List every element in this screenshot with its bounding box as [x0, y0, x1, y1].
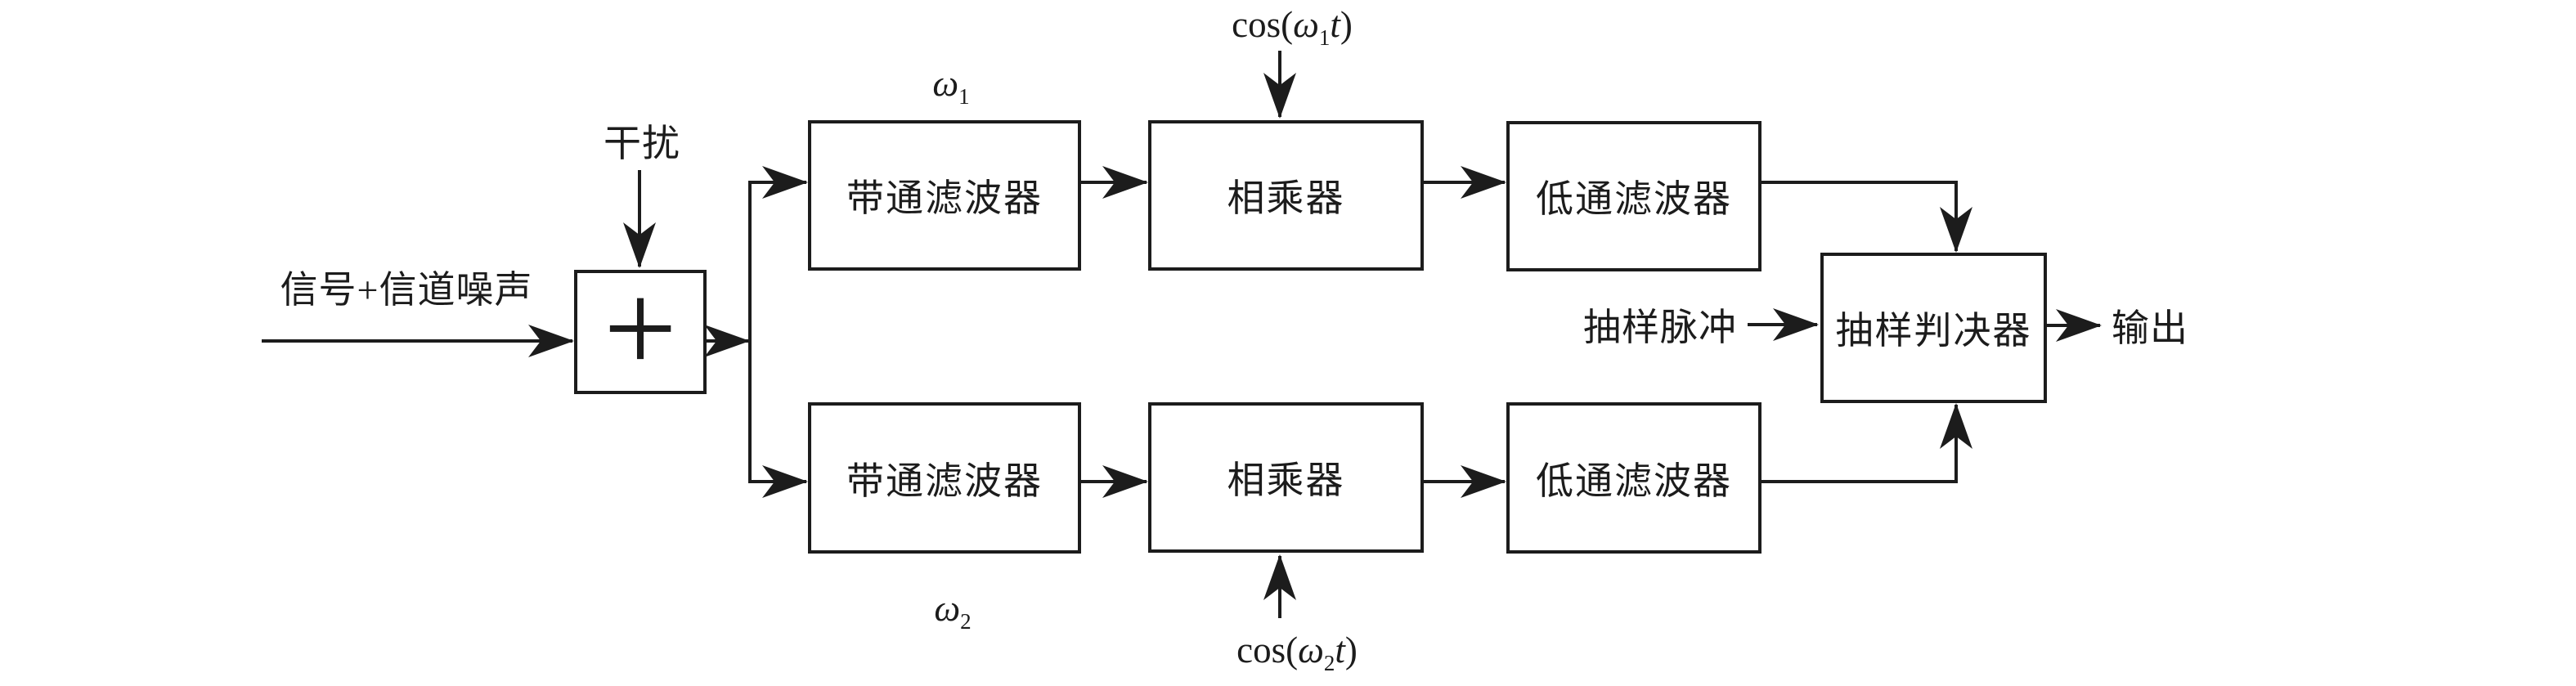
cos2-prefix: cos( — [1236, 630, 1299, 670]
lowpass-filter-2-label: 低通滤波器 — [1536, 460, 1732, 502]
cos-omega1-label: cos(ω1t) — [1232, 3, 1353, 49]
lowpass-filter-1-label: 低通滤波器 — [1536, 178, 1732, 220]
input-signal-label: 信号+信道噪声 — [280, 269, 533, 311]
interference-label: 干扰 — [604, 123, 680, 164]
wire-lpf2-to-decision — [1761, 403, 1972, 483]
cos2-omega: ω — [1298, 630, 1324, 670]
omega2-label: ω2 — [934, 587, 971, 633]
omega1-label: ω1 — [932, 62, 969, 108]
cos2-subscript: 2 — [1323, 651, 1335, 675]
adder-block: + — [574, 255, 707, 401]
lowpass-filter-2-block: 低通滤波器 — [1506, 402, 1761, 554]
cos1-omega: ω — [1293, 4, 1319, 45]
cos1-close: ) — [1340, 4, 1353, 45]
multiplier-2-label: 相乘器 — [1227, 460, 1345, 501]
bandpass-filter-1-label: 带通滤波器 — [846, 177, 1043, 219]
multiplier-1-label: 相乘器 — [1227, 177, 1345, 219]
cos-omega2-label: cos(ω2t) — [1236, 629, 1358, 675]
plus-icon: + — [603, 255, 678, 401]
cos1-subscript: 1 — [1318, 25, 1331, 50]
bandpass-filter-1-block: 带通滤波器 — [808, 120, 1081, 271]
cos1-prefix: cos( — [1232, 4, 1294, 45]
lowpass-filter-1-block: 低通滤波器 — [1506, 121, 1761, 271]
decision-label: 抽样判决器 — [1835, 310, 2032, 352]
omega2-subscript: 2 — [960, 609, 972, 634]
cos2-close: ) — [1344, 630, 1358, 670]
output-label: 输出 — [2112, 307, 2188, 349]
wire-lpf1-to-decision — [1761, 181, 1972, 253]
omega1-subscript: 1 — [958, 84, 970, 109]
cos1-t: t — [1330, 4, 1340, 45]
multiplier-1-block: 相乘器 — [1148, 120, 1424, 271]
sampling-pulse-label: 抽样脉冲 — [1583, 307, 1737, 348]
cos2-t: t — [1335, 630, 1345, 670]
decision-block: 抽样判决器 — [1820, 253, 2047, 403]
multiplier-2-block: 相乘器 — [1148, 402, 1424, 553]
omega1-symbol: ω — [932, 63, 959, 104]
omega2-symbol: ω — [934, 588, 961, 629]
bandpass-filter-2-block: 带通滤波器 — [808, 402, 1081, 554]
bandpass-filter-2-label: 带通滤波器 — [846, 460, 1043, 502]
